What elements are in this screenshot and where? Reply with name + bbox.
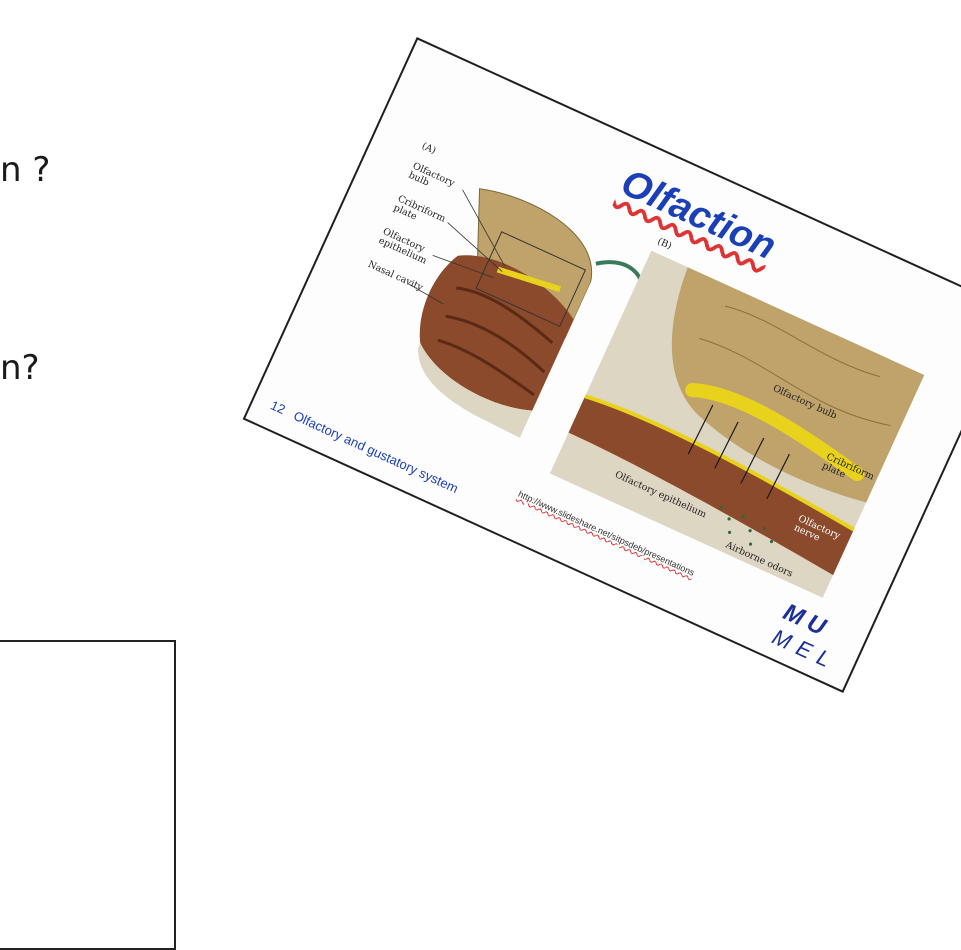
olfaction-slide: Olfaction (A) Olfactory bulb Cribriform … [243,37,961,693]
slide-footer-text: Olfactory and gustatory system [291,408,460,496]
university-logo: MU MEL [768,599,853,677]
background-text-box [0,640,176,950]
figure-b-panel-label: (B) [656,237,673,252]
background-question-line-1: n ? [0,150,50,190]
slide-number: 12 [268,398,287,418]
figure-a-nasal-section: (A) Olfactory bulb Cribriform plate Olfa… [329,142,615,438]
background-question-line-2: n? [0,348,40,388]
slide-footer: 12 Olfactory and gustatory system [268,398,460,496]
figure-a-illustration [329,142,615,438]
